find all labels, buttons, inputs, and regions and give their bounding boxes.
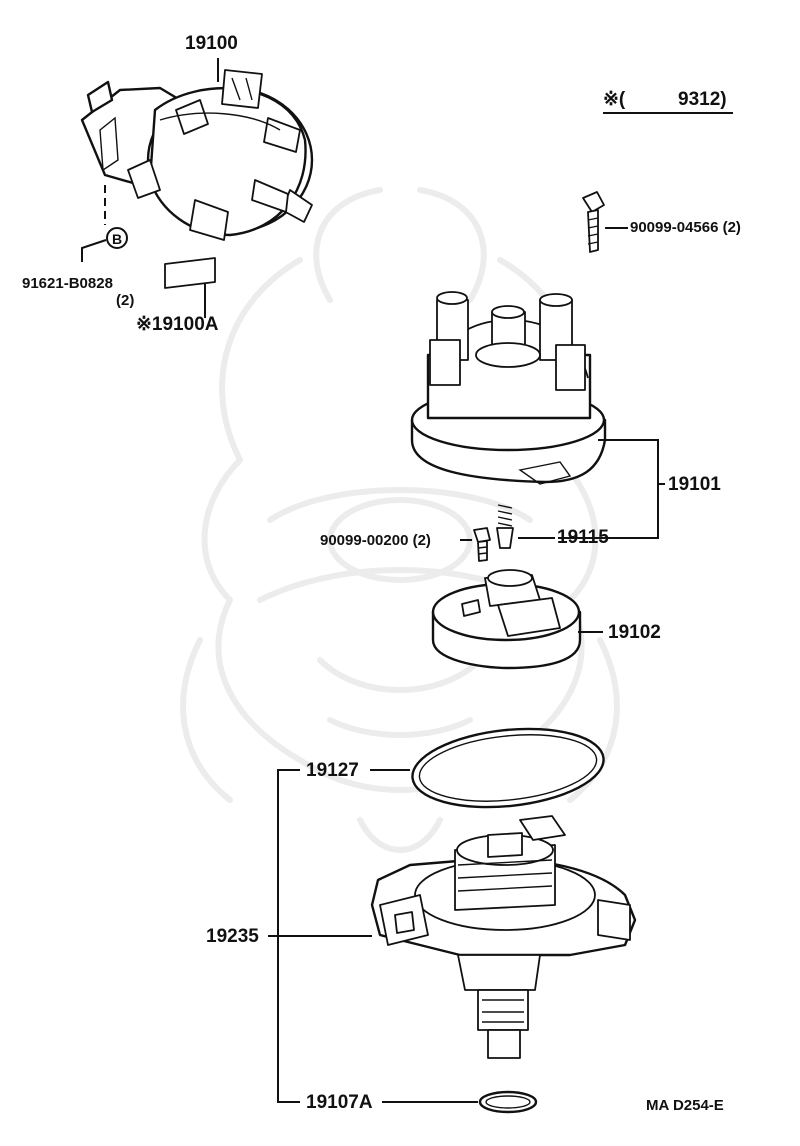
oring-19107A-inner xyxy=(485,1095,531,1109)
bracket-19101 xyxy=(558,439,659,539)
part-number-19100: 19100 xyxy=(185,33,238,54)
oring-19127 xyxy=(411,727,605,809)
date-note-mark: ※( xyxy=(603,89,626,110)
date-note-code: 9312) xyxy=(678,89,727,110)
part-number-19235: 19235 xyxy=(206,926,259,947)
rotor-19102 xyxy=(431,569,582,670)
screw-90099-04566 xyxy=(582,191,605,253)
part-number-19127: 19127 xyxy=(306,760,359,781)
part-number-90099-00200: 90099-00200 (2) xyxy=(320,532,431,549)
circle-b-mark xyxy=(106,227,128,249)
distributor-assembly xyxy=(80,69,314,241)
circle-b-letter: B xyxy=(112,231,123,247)
part-number-19115: 19115 xyxy=(557,527,609,548)
part-number-19101: 19101 xyxy=(668,474,721,495)
part-number-19107a: 19107A xyxy=(306,1092,373,1113)
part-quantity-91621: (2) xyxy=(116,292,135,309)
housing-19235 xyxy=(370,815,637,1059)
spring-19115 xyxy=(496,504,514,549)
part-number-90099-04566: 90099-04566 (2) xyxy=(630,219,741,236)
part-number-19102: 19102 xyxy=(608,622,661,643)
part-number-19100a: ※19100A xyxy=(136,314,219,335)
label-plate-19100A xyxy=(164,257,216,289)
figure-code: MA D254-E xyxy=(646,1097,724,1114)
bracket-left xyxy=(277,769,300,1103)
part-number-91621-b0828: 91621-B0828 xyxy=(22,275,113,292)
oring-19107A xyxy=(478,1090,538,1114)
leader-91621 xyxy=(81,239,107,262)
screw-90099-00200 xyxy=(473,527,491,562)
distributor-cap xyxy=(410,291,607,485)
